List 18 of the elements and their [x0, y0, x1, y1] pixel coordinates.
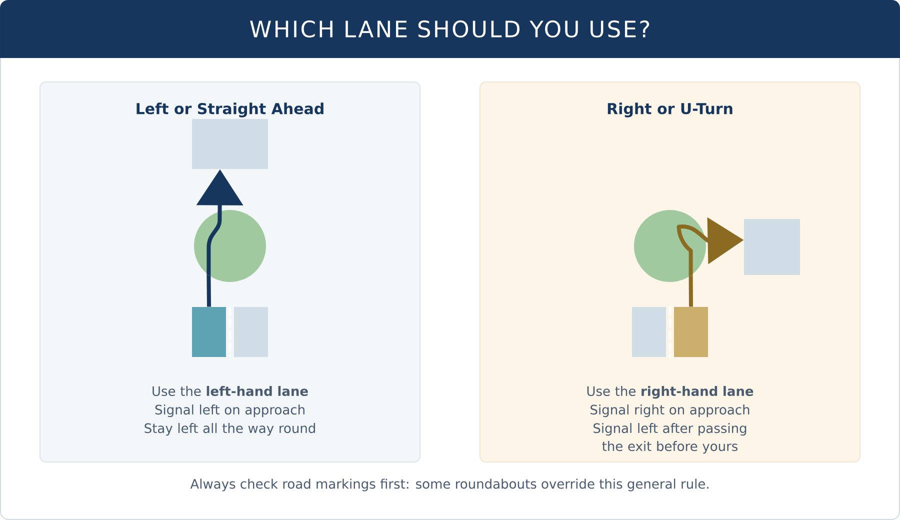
instruction-text: Use the right-hand lane — [587, 386, 754, 399]
caption-text: Always check road markings first: some roundabouts override this general rule. — [190, 478, 708, 492]
lane — [674, 307, 708, 357]
exit-road — [192, 119, 268, 169]
lane — [632, 307, 666, 357]
roundabout-circle — [634, 210, 706, 282]
instruction-text: Stay left all the way round — [144, 423, 315, 436]
exit-road — [744, 219, 800, 275]
panel-heading: Right or U-Turn — [608, 102, 732, 118]
lane — [234, 307, 268, 357]
title-banner: WHICH LANE SHOULD YOU USE? — [0, 0, 900, 58]
instruction-text: Use the left-hand lane — [152, 386, 308, 396]
instruction-text: Signal left on approach — [155, 404, 304, 418]
roundabout-circle — [194, 210, 266, 282]
instruction-text: Signal left after passing the exit before yours — [594, 423, 746, 454]
lane — [192, 307, 226, 357]
panel-heading: Left or Straight Ahead — [136, 102, 324, 118]
instruction-text: Signal right on approach — [590, 404, 750, 418]
